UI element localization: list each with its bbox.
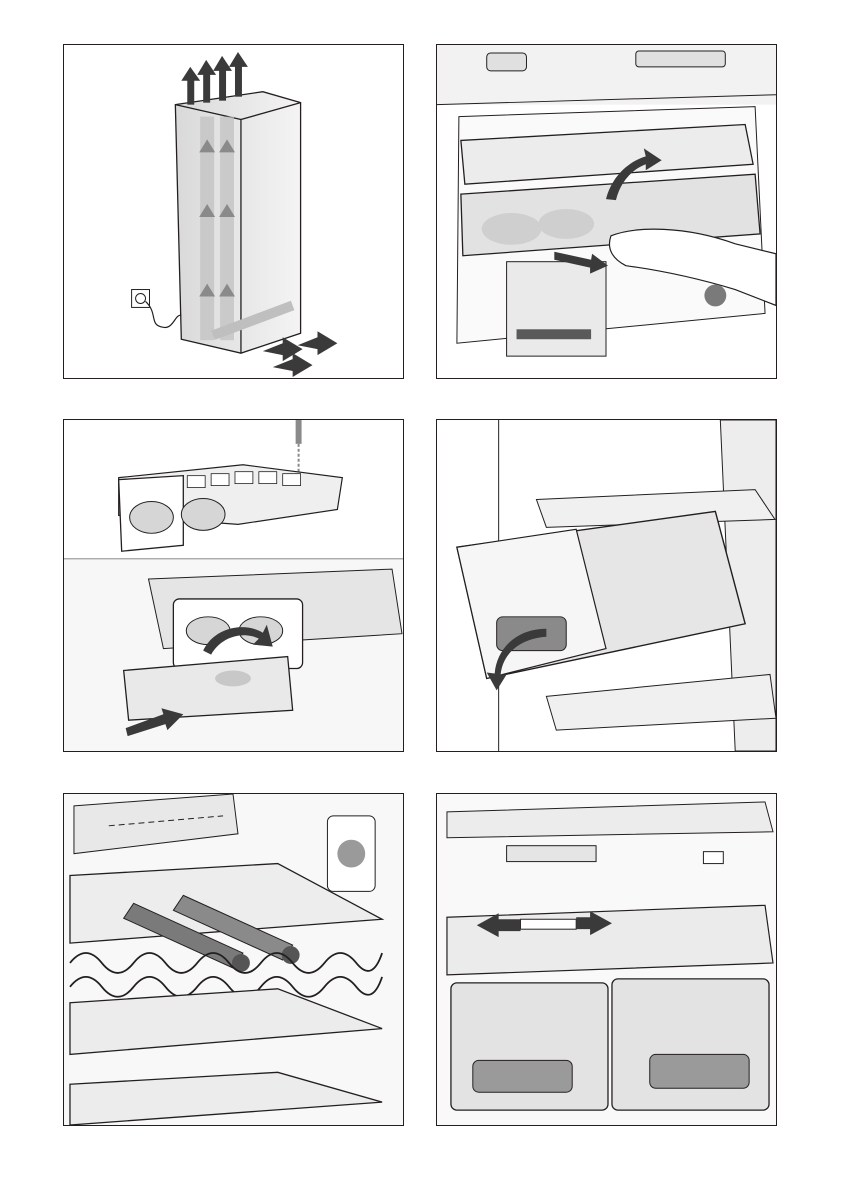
wine-rack-illustration [64,794,403,1125]
ice-tray-illustration [64,420,403,751]
drawer-removal-illustration [437,45,776,378]
panel-ice-tray [63,419,404,752]
panel-wine-rack [63,793,404,1126]
panel-ventilation [63,44,404,379]
drawer-tilt-illustration [437,420,776,751]
divider-adjust-illustration [437,794,776,1125]
ventilation-illustration [64,45,403,378]
panel-fresh-drawer-remove [436,44,777,379]
panel-drawer-tilt-remove [436,419,777,752]
panel-divider-adjust [436,793,777,1126]
